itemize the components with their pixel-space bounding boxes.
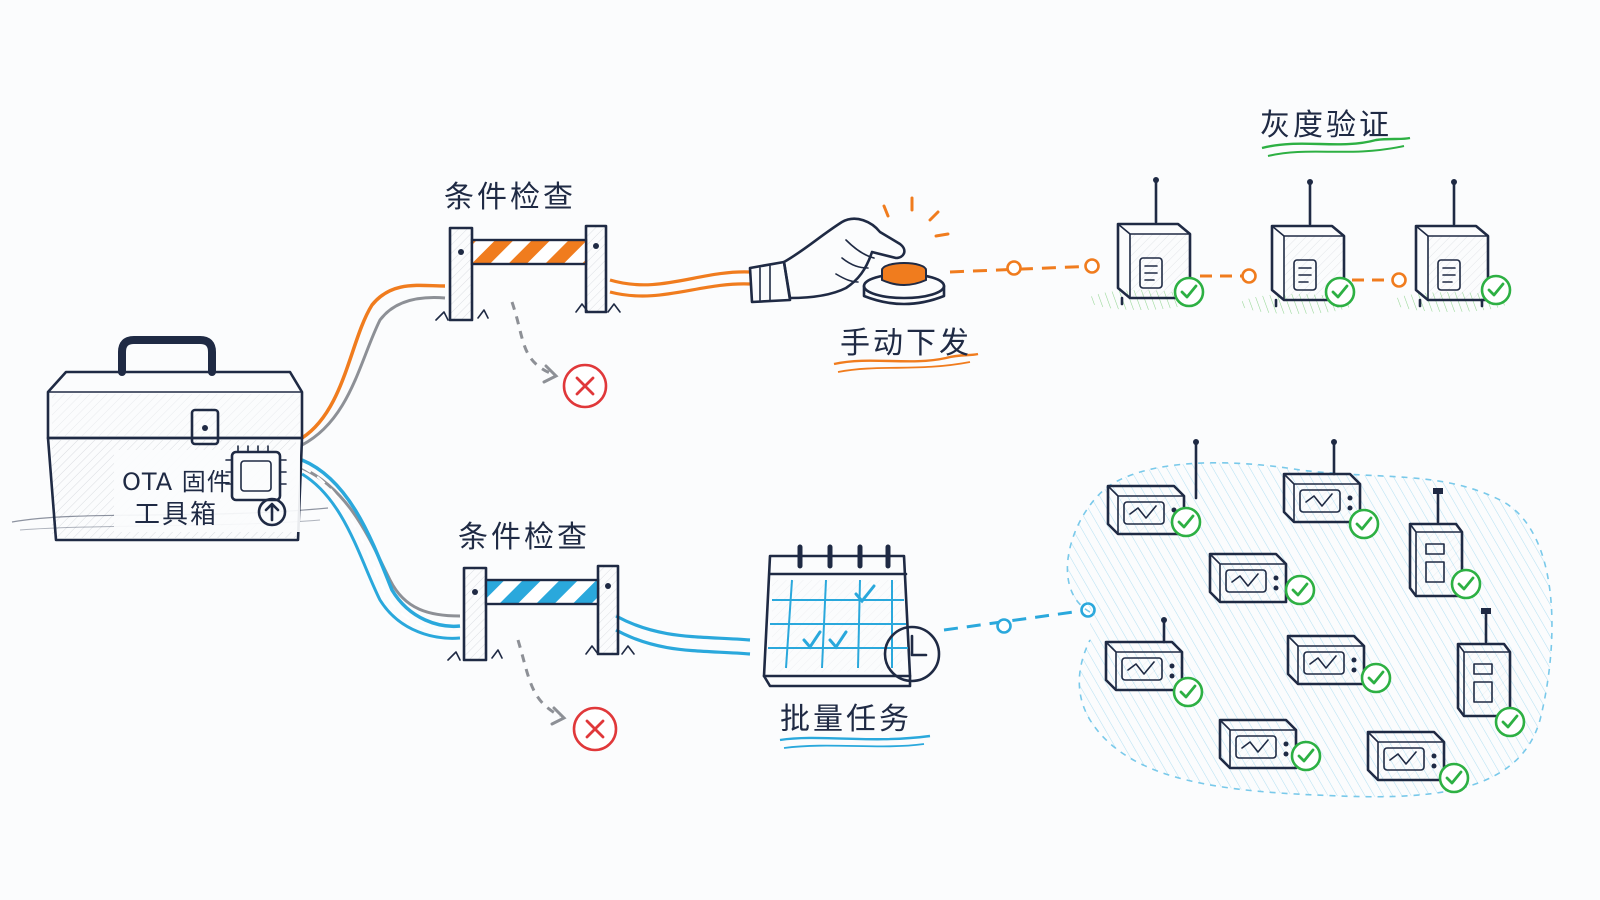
reject-x-icon	[572, 706, 618, 752]
device-icon	[1104, 617, 1184, 692]
calendar-icon	[762, 544, 941, 688]
manual-trigger-label: 手动下发	[840, 326, 972, 361]
batch-task-label: 批量任务	[780, 702, 912, 737]
upload-arrow-icon	[257, 497, 287, 527]
check-badge-icon	[1173, 276, 1205, 308]
check-badge-icon	[1348, 508, 1380, 540]
check-badge-icon	[1170, 506, 1202, 538]
check-badge-icon	[1494, 706, 1526, 738]
device-row-top	[1088, 175, 1512, 314]
check-badge-icon	[1438, 762, 1470, 794]
device-icon	[1414, 177, 1490, 308]
check-badge-icon	[1284, 574, 1316, 606]
check-badge-icon	[1324, 276, 1356, 308]
device-icon	[1282, 439, 1362, 524]
top-check-label: 条件检查	[444, 180, 576, 215]
check-badge-icon	[1450, 568, 1482, 600]
device-cluster	[1066, 439, 1553, 798]
batch-path-line	[301, 458, 461, 629]
bottom-check-label: 条件检查	[458, 520, 590, 555]
check-badge-icon	[1290, 740, 1322, 772]
chip-icon	[225, 445, 287, 502]
check-badge-icon	[1480, 274, 1512, 306]
canary-verify-label: 灰度验证	[1260, 108, 1392, 143]
barrier-icon	[435, 224, 621, 322]
hand-pressing-button-icon	[748, 196, 950, 306]
toolbox-label-line1: OTA 固件	[122, 468, 232, 496]
clock-icon	[883, 625, 941, 683]
check-badge-icon	[1172, 676, 1204, 708]
reject-x-icon	[562, 363, 608, 409]
toolbox-icon	[11, 336, 329, 542]
connectors	[301, 258, 1407, 726]
barrier-icon	[447, 564, 635, 662]
manual-path-line	[301, 283, 446, 440]
device-icon	[1106, 439, 1199, 536]
toolbox-label-line2: 工具箱	[134, 500, 219, 530]
check-badge-icon	[1360, 662, 1392, 694]
